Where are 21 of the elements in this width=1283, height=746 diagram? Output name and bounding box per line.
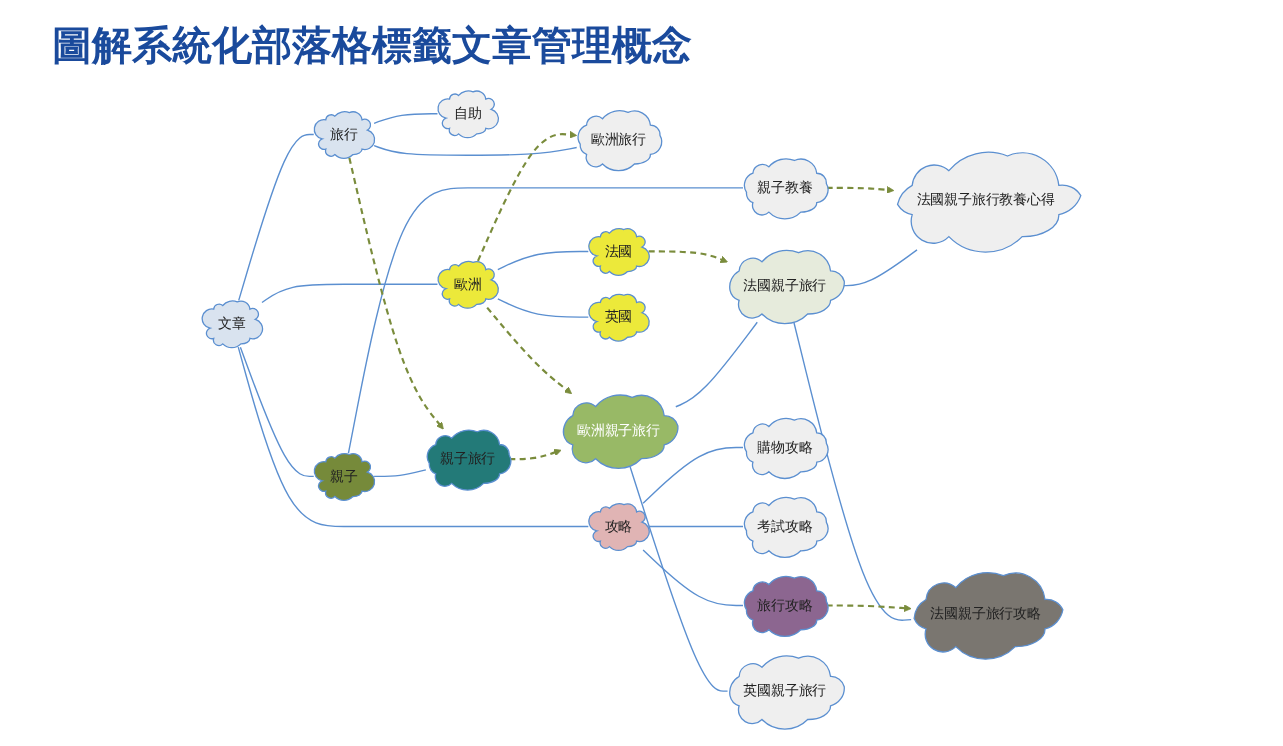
- arrow: [477, 130, 578, 262]
- arrow: [348, 157, 444, 430]
- connector: [675, 321, 758, 408]
- connector: [497, 250, 589, 271]
- connector: [373, 144, 578, 156]
- connector: [239, 346, 315, 478]
- connector: [261, 283, 439, 304]
- connector: [629, 466, 729, 692]
- connector: [347, 187, 744, 454]
- connector: [497, 298, 589, 318]
- connector: [793, 321, 912, 621]
- connector: [642, 446, 744, 504]
- arrow: [486, 306, 572, 394]
- connector: [237, 346, 589, 528]
- arrow: [648, 250, 728, 263]
- connector: [238, 133, 315, 302]
- connector: [647, 525, 744, 528]
- connector: [642, 549, 744, 607]
- connector: [373, 113, 439, 124]
- title: 圖解系統化部落格標籤文章管理概念: [52, 20, 692, 70]
- connector: [373, 469, 427, 478]
